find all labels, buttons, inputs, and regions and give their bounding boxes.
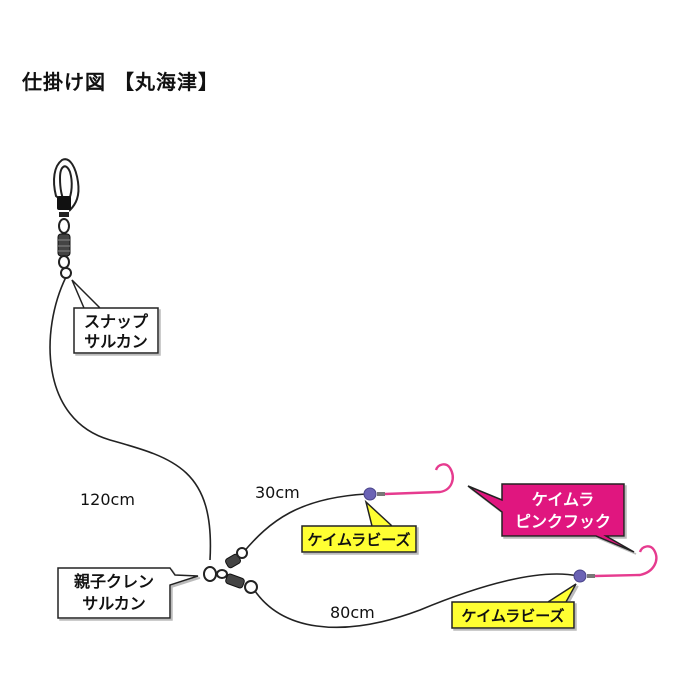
pink-hook-callout — [467, 483, 635, 553]
oyako-crane-label-line1: 親子クレン — [74, 572, 154, 591]
oyako-crane-label-line2: サルカン — [82, 594, 146, 613]
diagram-title: 仕掛け図 【丸海津】 — [22, 70, 219, 94]
upper-beads-label: ケイムラビーズ — [308, 531, 411, 549]
upper-pink-hook-icon — [384, 463, 454, 496]
pink-hook-label-line1: ケイムラ — [532, 490, 595, 509]
long-branch-length: 80cm — [330, 603, 375, 622]
lower-beads-callout — [451, 583, 577, 629]
snap-swivel-label-line2: サルカン — [84, 332, 148, 351]
pink-hook-label-line2: ピンクフック — [515, 512, 611, 531]
oyako-crane-swivel-icon — [203, 547, 258, 594]
main-leader-line — [49, 276, 212, 561]
main-leader-length: 120cm — [80, 490, 135, 509]
snap-swivel-callout — [71, 279, 159, 354]
short-branch-line — [241, 493, 367, 555]
lower-pink-hook-icon — [594, 545, 658, 578]
short-branch-length: 30cm — [255, 483, 300, 502]
upper-bead-icon — [363, 487, 385, 501]
long-branch-line — [252, 573, 579, 629]
upper-beads-callout — [301, 499, 417, 553]
snap-swivel-label-line1: スナップ — [84, 312, 149, 331]
oyako-crane-callout — [57, 567, 199, 619]
lower-bead-icon — [573, 569, 595, 583]
snap-swivel-icon — [53, 158, 80, 279]
lower-beads-label: ケイムラビーズ — [462, 607, 565, 625]
